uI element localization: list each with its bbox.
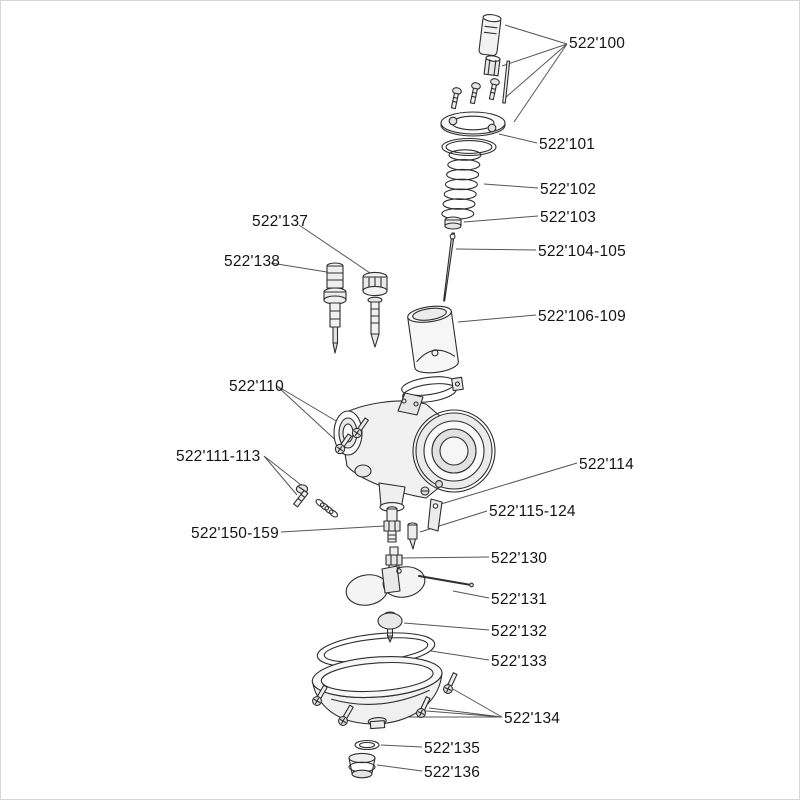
leader-522-138 <box>270 262 334 274</box>
part-top-cap <box>440 111 506 157</box>
part-needle-seat <box>444 216 462 230</box>
leader-522-106-109 <box>457 314 537 323</box>
part-needle-jet <box>407 522 418 550</box>
part-carburetor-body <box>333 392 496 512</box>
part-label-522-103: 522'103 <box>540 209 597 226</box>
leader-522-137 <box>298 224 374 276</box>
leader-522-111-113 <box>263 455 306 496</box>
part-label-522-114: 522'114 <box>579 456 634 473</box>
part-label-522-110: 522'110 <box>229 378 284 395</box>
part-throttle-spring <box>441 149 482 220</box>
leader-522-150-159 <box>280 525 386 533</box>
part-label-522-100: 522'100 <box>569 35 626 52</box>
leader-522-130 <box>400 556 490 559</box>
leader-522-101 <box>498 133 538 144</box>
leader-522-114 <box>440 462 578 505</box>
leader-522-136 <box>376 764 423 772</box>
leader-522-100 <box>501 24 568 123</box>
part-idle-adjuster-screw <box>362 271 388 348</box>
part-label-522-111-113: 522'111-113 <box>176 448 261 465</box>
part-label-522-133: 522'133 <box>491 653 548 670</box>
part-label-522-137: 522'137 <box>252 213 309 230</box>
leader-522-133 <box>430 650 490 661</box>
part-body-screws <box>334 417 369 455</box>
part-label-522-138: 522'138 <box>224 253 281 270</box>
top-screw-3 <box>488 78 500 101</box>
top-screw-2 <box>469 82 481 105</box>
part-label-522-102: 522'102 <box>540 181 597 198</box>
part-label-522-104-105: 522'104-105 <box>538 243 626 260</box>
leader-522-104-105 <box>455 248 537 251</box>
part-cable-adjuster-group <box>450 14 511 110</box>
part-label-522-132: 522'132 <box>491 623 548 640</box>
leader-522-102 <box>483 183 539 189</box>
leader-522-132 <box>403 622 490 631</box>
part-label-522-135: 522'135 <box>424 740 481 757</box>
leader-522-131 <box>452 590 490 599</box>
leader-522-103 <box>463 215 539 223</box>
part-label-522-106-109: 522'106-109 <box>538 308 626 325</box>
part-float-assembly <box>345 565 474 606</box>
part-throttle-slide <box>407 305 459 374</box>
leader-522-135 <box>380 744 423 748</box>
part-mixture-screw-set <box>293 484 339 518</box>
part-clamp-ring <box>401 376 464 403</box>
part-drain-washer <box>354 739 380 751</box>
part-label-522-101: 522'101 <box>539 136 596 153</box>
part-label-522-115-124: 522'115-124 <box>489 503 576 520</box>
part-label-522-130: 522'130 <box>491 550 548 567</box>
part-drain-plug <box>348 752 376 779</box>
leader-522-134 <box>324 688 503 718</box>
part-float-bowl <box>311 656 443 730</box>
part-lever-plate <box>427 498 443 532</box>
part-starter-plunger <box>323 262 347 354</box>
part-slow-jet <box>383 506 401 543</box>
part-label-522-150-159: 522'150-159 <box>191 525 279 542</box>
leader-lines <box>263 24 578 772</box>
part-label-522-136: 522'136 <box>424 764 481 781</box>
top-screw-1 <box>450 87 462 110</box>
part-jet-needle <box>443 232 456 302</box>
part-bowl-screws <box>312 672 458 726</box>
part-label-522-131: 522'131 <box>491 591 548 608</box>
part-label-522-134: 522'134 <box>504 710 561 727</box>
